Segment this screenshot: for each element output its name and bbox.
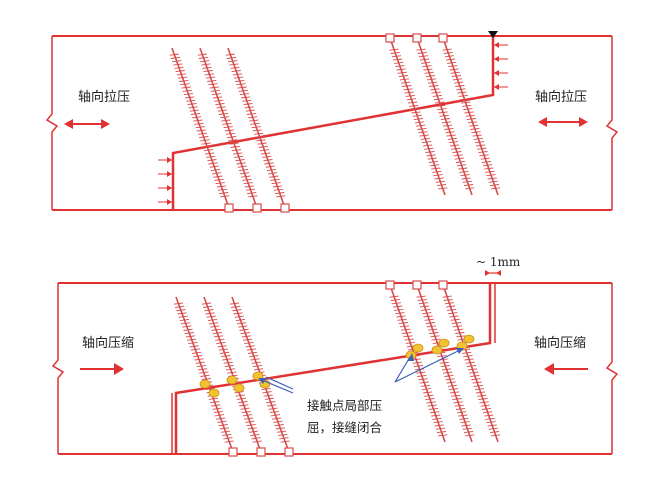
top-left-label: 轴向拉压 xyxy=(78,90,131,105)
contact-point xyxy=(431,345,443,355)
pointer-arrows xyxy=(258,348,464,394)
pressure-arrow xyxy=(494,70,508,76)
contact-note-line2: 屈，接缝闭合 xyxy=(307,420,383,435)
screw xyxy=(225,47,290,213)
top-pressure-arrows xyxy=(158,42,508,205)
contact-points xyxy=(199,334,475,398)
contact-point xyxy=(226,375,238,385)
bottom-right-break-line xyxy=(605,283,619,454)
top-screws xyxy=(169,33,501,213)
screw xyxy=(412,33,475,196)
bottom-panel xyxy=(51,270,619,457)
top-left-break-line xyxy=(45,36,59,210)
right-arrow-icon xyxy=(80,363,124,375)
screw xyxy=(412,280,475,443)
top-right-break-line xyxy=(605,36,619,210)
double-arrow-icon xyxy=(64,119,110,129)
bottom-left-break-line xyxy=(51,283,65,454)
contact-point xyxy=(463,334,475,344)
pressure-arrow xyxy=(494,42,508,48)
bottom-screws xyxy=(173,280,501,457)
bottom-scarf-joint-line xyxy=(174,283,492,454)
screw xyxy=(169,47,234,213)
bottom-left-label: 轴向压缩 xyxy=(82,336,135,351)
load-marker-icon xyxy=(488,31,498,38)
pressure-arrow xyxy=(158,185,172,191)
contact-point xyxy=(412,343,424,353)
gap-dimension-icon xyxy=(485,270,501,276)
pressure-arrow xyxy=(494,84,508,90)
top-scarf-joint-line xyxy=(171,36,495,210)
pressure-arrow xyxy=(158,171,172,177)
pressure-arrow xyxy=(494,56,508,62)
screw xyxy=(385,280,448,443)
screw xyxy=(201,296,266,457)
screw xyxy=(197,47,262,213)
contact-point xyxy=(233,383,245,393)
bottom-right-label: 轴向压缩 xyxy=(534,336,587,351)
double-arrow-icon xyxy=(538,117,588,127)
gap-label: ~ 1mm xyxy=(476,255,521,269)
contact-point xyxy=(199,379,211,389)
screw xyxy=(438,33,501,196)
contact-point xyxy=(438,338,450,348)
top-panel xyxy=(45,31,619,213)
left-arrow-icon xyxy=(544,363,588,375)
screw xyxy=(173,296,238,457)
contact-point xyxy=(208,388,220,398)
screw xyxy=(385,33,448,196)
pressure-arrow xyxy=(158,157,172,163)
contact-note-line1: 接触点局部压 xyxy=(307,398,383,413)
pressure-arrow xyxy=(158,199,172,205)
top-right-label: 轴向拉压 xyxy=(535,90,588,105)
